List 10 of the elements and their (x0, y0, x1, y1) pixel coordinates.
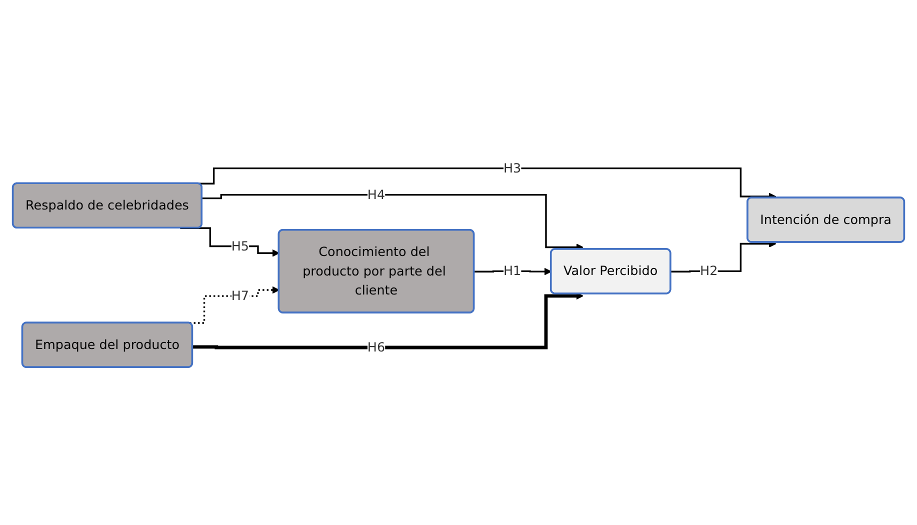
edge-label: H7 (231, 288, 250, 304)
edge-label: H6 (367, 339, 386, 354)
arrow (202, 194, 584, 251)
arrow (180, 226, 280, 256)
edge-label: H2 (700, 262, 718, 278)
edge-label: H1 (503, 262, 522, 278)
edge-label: H3 (503, 160, 522, 176)
edge-label: H5 (231, 238, 250, 254)
edge-label: H4 (367, 186, 386, 202)
arrow (192, 292, 584, 349)
